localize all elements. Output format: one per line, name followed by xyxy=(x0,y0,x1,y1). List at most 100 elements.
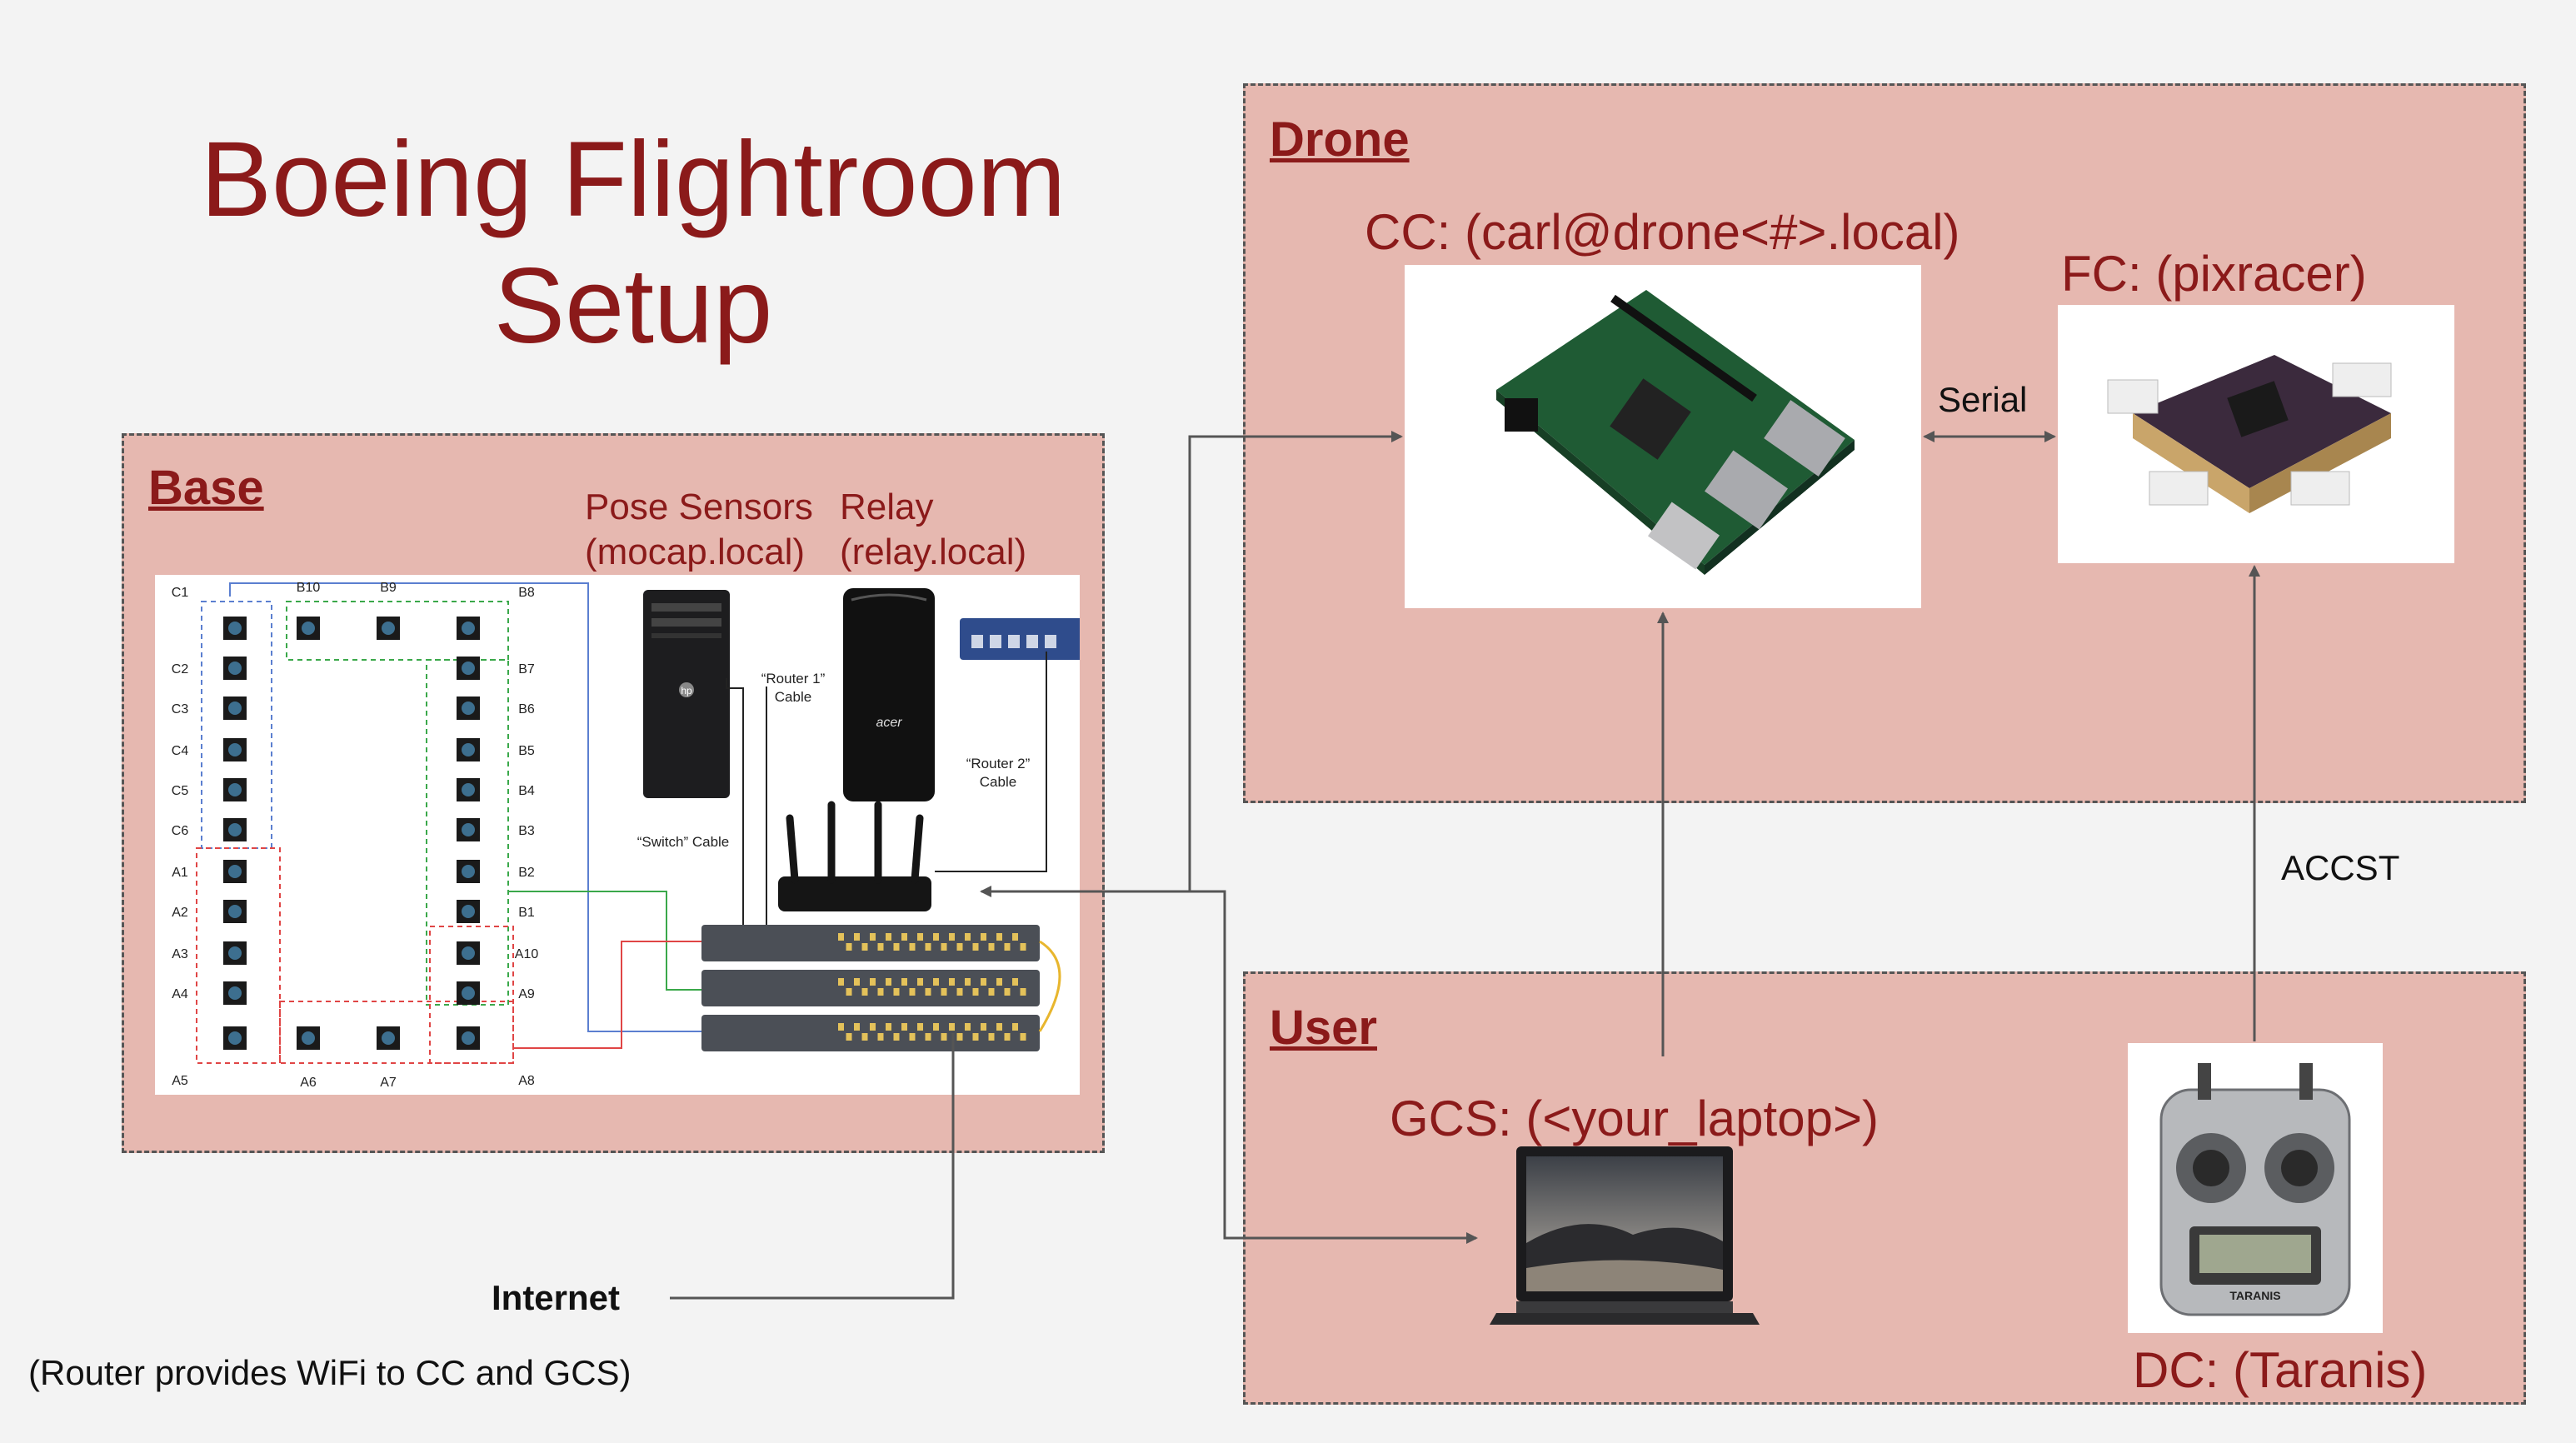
relay-pc: acer xyxy=(843,588,935,801)
camera-icon xyxy=(457,657,480,680)
page-title: Boeing Flightroom Setup xyxy=(133,117,1133,370)
camera-icon xyxy=(223,657,247,680)
switch-port xyxy=(988,988,995,996)
camera-label-left: A1 xyxy=(172,866,188,880)
router1-cable-line1: “Router 1” xyxy=(761,671,826,687)
drone-title: Drone xyxy=(1270,112,1410,167)
camera-label-right: B1 xyxy=(518,906,535,920)
switch-port xyxy=(996,933,1002,941)
switch-port xyxy=(861,943,868,951)
camera-label-left: C2 xyxy=(172,662,189,677)
switch-port xyxy=(956,988,963,996)
switch-port xyxy=(909,988,916,996)
pose-sensors-name: Pose Sensors xyxy=(585,487,813,527)
internet-label: Internet xyxy=(492,1278,621,1317)
camera-icon xyxy=(223,1026,247,1050)
camera-icon xyxy=(457,900,480,923)
switch-port xyxy=(981,978,986,986)
switch-port xyxy=(933,1023,939,1031)
pose-sensors-host: (mocap.local) xyxy=(585,532,806,572)
pixracer-graphic xyxy=(2107,355,2392,513)
camera-array xyxy=(223,617,480,1050)
camera-icon xyxy=(457,617,480,640)
camera-label-right: A10 xyxy=(515,947,539,961)
camera-label-right: B6 xyxy=(518,702,535,717)
serial-label: Serial xyxy=(1938,380,2028,419)
camera-label-right: A8 xyxy=(518,1074,535,1088)
switch-port xyxy=(1012,978,1018,986)
camera-icon xyxy=(223,981,247,1005)
switch-port xyxy=(965,978,971,986)
switch-port xyxy=(941,1033,947,1041)
router-to-cc-arrow xyxy=(981,431,1403,893)
switch-port xyxy=(870,933,876,941)
relay-host: (relay.local) xyxy=(840,532,1027,572)
switch-port xyxy=(861,1033,868,1041)
switch-port xyxy=(870,978,876,986)
switch-port xyxy=(941,943,947,951)
switch-port xyxy=(949,978,955,986)
switch-port xyxy=(838,1023,844,1031)
title-line-1: Boeing Flightroom xyxy=(200,120,1066,239)
switch-port xyxy=(901,933,907,941)
camera-icon xyxy=(457,941,480,965)
switch-port xyxy=(846,988,852,996)
camera-label-top: B9 xyxy=(380,581,397,595)
switch-port xyxy=(917,1023,923,1031)
camera-icon xyxy=(377,1026,400,1050)
camera-label-left: C1 xyxy=(172,586,189,600)
camera-label-left: C5 xyxy=(172,784,189,798)
switch-port xyxy=(925,943,931,951)
laptop-graphic xyxy=(1490,1146,1760,1325)
camera-label-right: B7 xyxy=(518,662,535,677)
switch-port xyxy=(988,943,995,951)
camera-icon xyxy=(223,900,247,923)
switch-port xyxy=(972,1033,979,1041)
switch-stack xyxy=(701,925,1040,1051)
switch-port xyxy=(988,1033,995,1041)
switch-port xyxy=(1012,933,1018,941)
camera-label-left: A3 xyxy=(172,947,188,961)
switch-port xyxy=(1012,1023,1018,1031)
camera-icon xyxy=(457,860,480,883)
camera-label-bottom: A6 xyxy=(300,1076,317,1090)
switch-port xyxy=(901,978,907,986)
switch-port xyxy=(933,933,939,941)
board-graphic xyxy=(1496,290,1855,575)
switch-port xyxy=(886,933,891,941)
camera-icon xyxy=(223,738,247,761)
camera-label-right: B4 xyxy=(518,784,535,798)
switch-port xyxy=(854,978,860,986)
camera-label-top: B10 xyxy=(297,581,321,595)
switch-port xyxy=(965,933,971,941)
camera-icon xyxy=(457,1026,480,1050)
user-title: User xyxy=(1270,1001,1377,1055)
switch-port xyxy=(1004,988,1011,996)
camera-icon xyxy=(223,697,247,720)
red-trunk-line xyxy=(513,941,710,1049)
router2-cable xyxy=(935,652,1047,872)
accst-label: ACCST xyxy=(2281,848,2400,887)
camera-label-bottom: A7 xyxy=(380,1076,397,1090)
camera-icon xyxy=(223,860,247,883)
camera-label-right: B2 xyxy=(518,866,535,880)
switch-port xyxy=(877,1033,884,1041)
router2-cable-line1: “Router 2” xyxy=(966,756,1031,771)
camera-label-right: B8 xyxy=(518,586,535,600)
camera-icon xyxy=(223,818,247,841)
switch-cable-label: “Switch” Cable xyxy=(637,834,730,850)
pose-sensors-label: Pose Sensors (mocap.local) xyxy=(585,485,813,575)
switch-port xyxy=(877,943,884,951)
camera-label-right: B3 xyxy=(518,824,535,838)
camera-icon xyxy=(297,1026,320,1050)
switch-port xyxy=(846,1033,852,1041)
camera-icon xyxy=(297,617,320,640)
switch-port xyxy=(949,933,955,941)
switch-port xyxy=(965,1023,971,1031)
camera-labels: C1C2C3C4C5C6A1A2A3A4A5B8B7B6B5B4B3B2B1A1… xyxy=(172,581,539,1090)
switch-port xyxy=(933,978,939,986)
switch-port xyxy=(886,1023,891,1031)
switch-port xyxy=(981,1023,986,1031)
switch-port xyxy=(981,933,986,941)
